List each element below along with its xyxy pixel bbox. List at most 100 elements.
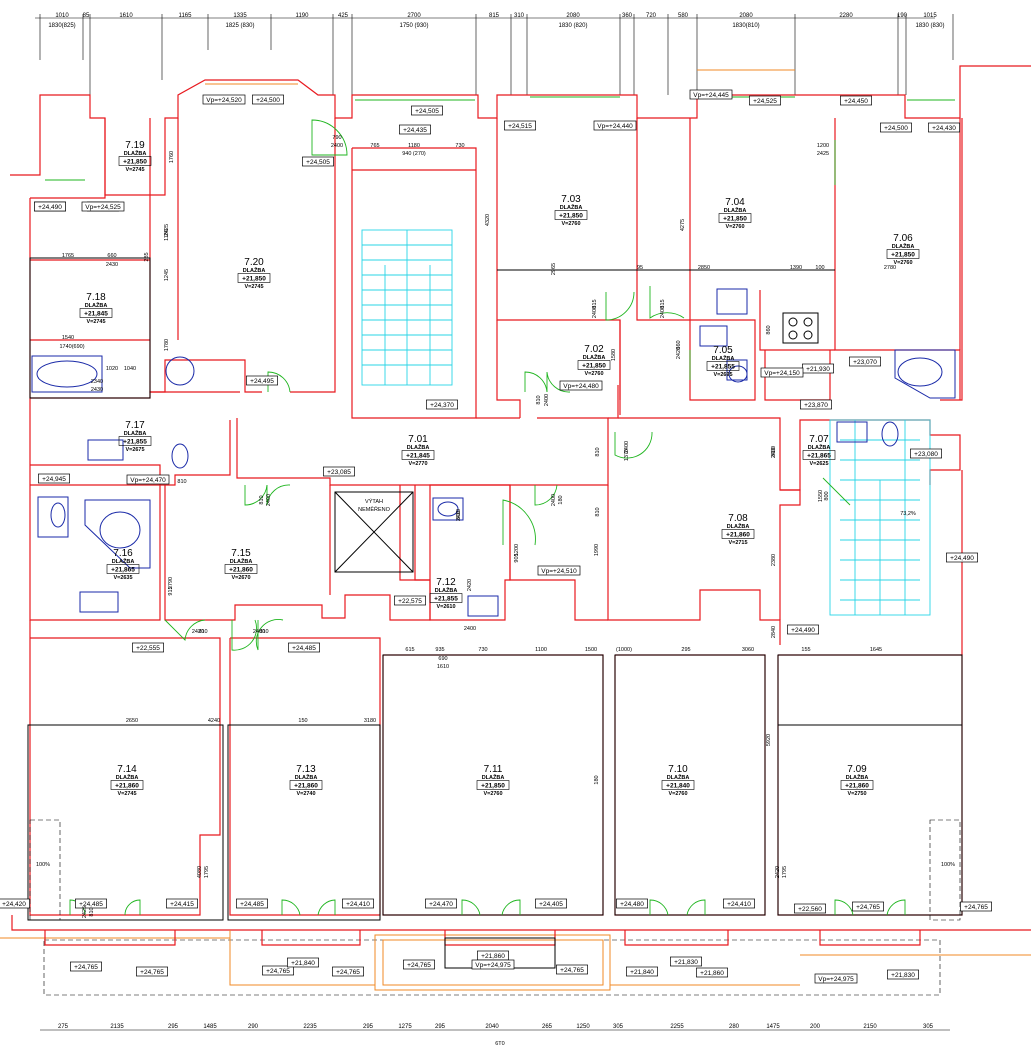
dim-bottom-8: 1275 [398, 1024, 412, 1030]
room-floor: DLAŽBA [124, 429, 147, 437]
level-tag: +24,435 [399, 124, 431, 135]
room-floor: DLAŽBA [892, 242, 915, 250]
dimension-label: 2420 [192, 629, 204, 635]
dim-top-4: 1165 [179, 13, 193, 19]
dimension-label: 810 [771, 447, 777, 456]
room-floor: DLAŽBA [724, 206, 747, 214]
level-tag: +24,415 [166, 898, 198, 909]
room-height: V=2745 [86, 319, 105, 325]
dim-top-8: 2700 [407, 13, 421, 19]
svg-text:+21,860: +21,860 [700, 970, 724, 977]
room-level-box [886, 249, 920, 259]
room-number: 7.13 [296, 764, 316, 775]
main-staircase [361, 229, 453, 386]
room-level-box [661, 780, 695, 790]
room-level: +21,865 [807, 453, 831, 460]
level-tag: +21,830 [670, 956, 702, 967]
dimension-label: 2425 [164, 224, 170, 236]
dimension-label: 3180 [364, 718, 376, 724]
level-tag: +23,080 [910, 448, 942, 459]
room-level: +21,855 [711, 364, 735, 371]
level-tag: +24,495 [246, 375, 278, 386]
level-tag: +24,485 [288, 642, 320, 653]
room-level: +21,850 [559, 213, 583, 220]
dimension-label: 1040 [124, 366, 136, 372]
room-number: 7.16 [113, 548, 133, 559]
room-level-box [110, 780, 144, 790]
slope-left-label: 100% [36, 862, 50, 868]
dimension-label: 1765 [62, 253, 74, 259]
dimension-label: 4275 [680, 219, 686, 231]
level-tag: +24,420 [0, 898, 30, 909]
dim-bottom-6: 2235 [303, 1024, 317, 1030]
room-level-box [118, 436, 152, 446]
svg-text:+22,555: +22,555 [136, 645, 160, 652]
room-floor: DLAŽBA [85, 301, 108, 309]
dimension-label: 1610 [437, 664, 449, 670]
room-number: 7.11 [484, 764, 503, 775]
dimension-label: 1795 [204, 866, 210, 878]
dimension-label: 4320 [485, 214, 491, 226]
top-dimension-chain: 1010 85 1610 1165 1335 1190 425 2700 815… [35, 13, 954, 95]
room-height: V=2745 [117, 791, 136, 797]
dimension-label: 2420 [775, 866, 781, 878]
dimension-label: 810 [259, 495, 265, 504]
slope-73-label: 73,2% [900, 511, 916, 517]
room-level: +21,845 [406, 453, 430, 460]
svg-text:+24,765: +24,765 [407, 962, 431, 969]
room-level: +21,840 [666, 783, 690, 790]
dimension-label: 790 [332, 135, 341, 141]
level-tag: +24,765 [403, 959, 435, 970]
svg-text:+21,860: +21,860 [481, 953, 505, 960]
dimension-label: 155 [801, 647, 810, 653]
svg-text:+24,500: +24,500 [256, 97, 280, 104]
dim-top-sub-2: 1825 (830) [225, 23, 254, 29]
dim-bottom-7: 295 [363, 1024, 374, 1030]
room-level-box [106, 564, 140, 574]
svg-text:+24,480: +24,480 [620, 901, 644, 908]
room-floor: DLAŽBA [667, 773, 690, 781]
level-tag: +24,765 [262, 965, 294, 976]
dimension-label: 2850 [698, 265, 710, 271]
dim-bottom-3: 295 [168, 1024, 179, 1030]
dimension-label: (1000) [616, 647, 632, 653]
svg-text:+24,765: +24,765 [140, 969, 164, 976]
room-height: V=2610 [436, 604, 455, 610]
svg-text:+24,490: +24,490 [38, 204, 62, 211]
level-tag: +24,370 [426, 399, 458, 410]
svg-text:Vp=+24,975: Vp=+24,975 [475, 962, 511, 969]
svg-text:+24,765: +24,765 [336, 969, 360, 976]
level-tag: +24,410 [342, 898, 374, 909]
dimension-label: 1740(690) [59, 344, 84, 350]
level-tag: +22,560 [794, 903, 826, 914]
room-height: V=2670 [231, 575, 250, 581]
level-tag: +22,575 [394, 595, 426, 606]
dim-bottom-19: 305 [923, 1024, 934, 1030]
level-tag: +24,765 [70, 961, 102, 972]
room-number: 7.06 [893, 233, 913, 244]
svg-text:+24,470: +24,470 [429, 901, 453, 908]
dimension-label: 2965 [551, 263, 557, 275]
dimension-label: 1500 [585, 647, 597, 653]
svg-text:+24,410: +24,410 [346, 901, 370, 908]
level-tag: +21,860 [477, 950, 509, 961]
level-tag: +24,765 [960, 901, 992, 912]
room-level-box [721, 529, 755, 539]
svg-text:+24,485: +24,485 [240, 901, 264, 908]
room-number: 7.09 [847, 764, 867, 775]
svg-text:Vp=+24,975: Vp=+24,975 [818, 976, 854, 983]
svg-text:+23,870: +23,870 [804, 402, 828, 409]
room-level-box [554, 210, 588, 220]
dimension-label: 1180 [164, 229, 170, 241]
level-tag: Vp=+24,150 [760, 367, 804, 378]
room-level: +21,855 [123, 439, 147, 446]
